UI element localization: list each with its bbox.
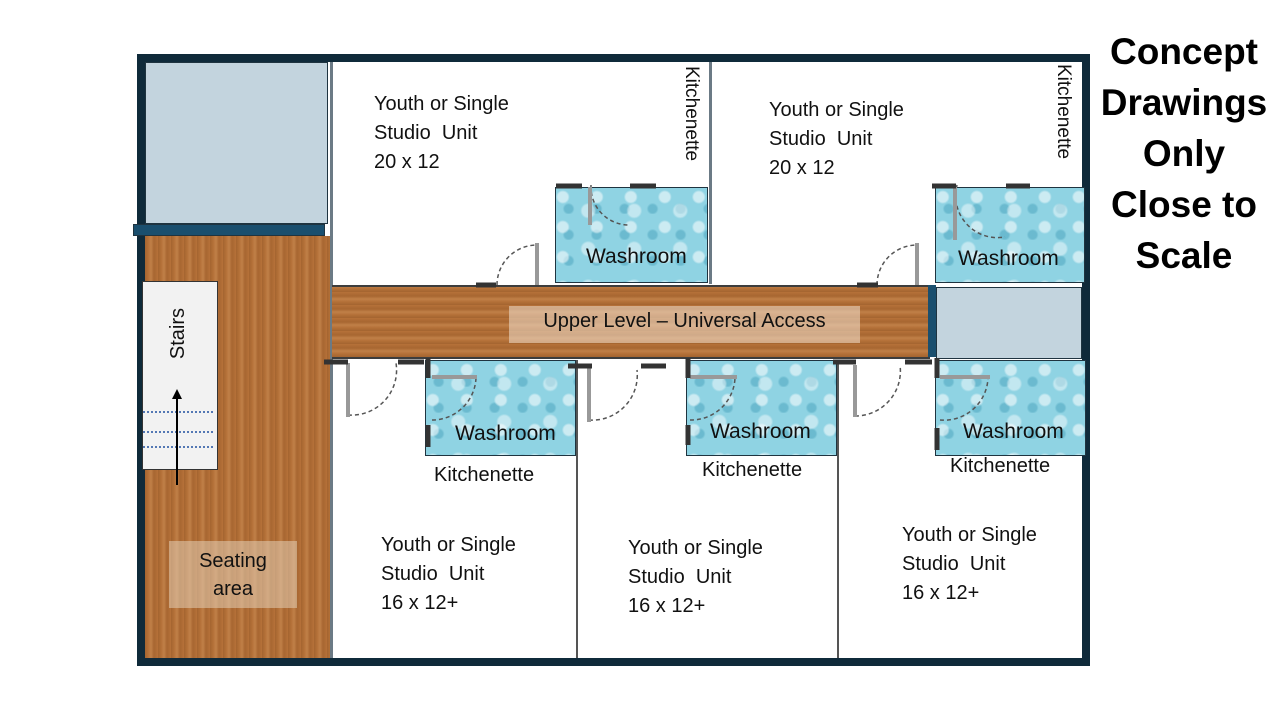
unit-4-kitchenette: Kitchenette [702,459,803,481]
unit-4-label: Youth or Single Studio Unit 16 x 12+ [628,534,763,621]
unit-2-kitchenette: Kitchenette [1053,64,1074,160]
stairs: Stairs [142,281,218,470]
unit-3-size: 16 x 12+ [381,592,459,614]
unit-1-line2: Studio Unit [374,122,478,144]
open-to-below-right [936,287,1082,359]
wall-bottom-divider-1 [576,360,578,658]
unit-4-line1: Youth or Single [628,537,763,559]
title-line-3: Only [1142,133,1226,174]
wall-top-divider [709,62,712,284]
seating-label-line2: area [212,578,254,600]
unit-5-kitchenette: Kitchenette [950,455,1051,477]
unit-1-kitchenette: Kitchenette [681,66,702,162]
unit-3-line1: Youth or Single [381,534,516,556]
unit-2-label: Youth or Single Studio Unit 20 x 12 [769,96,904,183]
wall-bottom-divider-2 [837,360,839,658]
unit-4-washroom-label: Washroom [710,420,811,443]
title-line-4: Close to [1111,184,1257,225]
unit-1-size: 20 x 12 [374,151,440,173]
unit-2-line1: Youth or Single [769,99,904,121]
unit-4-size: 16 x 12+ [628,595,706,617]
unit-3-washroom-label: Washroom [455,422,556,445]
unit-4-line2: Studio Unit [628,566,732,588]
title-line-2: Drawings [1100,82,1268,123]
unit-3-line2: Studio Unit [381,563,485,585]
unit-5-line2: Studio Unit [902,553,1006,575]
railing-left [133,224,325,236]
unit-5-washroom-label: Washroom [963,420,1064,443]
unit-1-label: Youth or Single Studio Unit 20 x 12 [374,90,509,177]
unit-5-label: Youth or Single Studio Unit 16 x 12+ [902,521,1037,608]
unit-2-washroom-label: Washroom [958,247,1059,270]
unit-5-size: 16 x 12+ [902,582,980,604]
washroom-2 [935,187,1085,283]
corridor-label-bg [509,306,860,343]
washroom-1 [555,187,708,283]
unit-5-line1: Youth or Single [902,524,1037,546]
seating-area: Seating area [169,541,297,608]
concept-title: Concept Drawings Only Close to Scale [1090,26,1278,281]
unit-1-washroom-label: Washroom [586,245,687,268]
title-line-1: Concept [1110,31,1258,72]
unit-2-line2: Studio Unit [769,128,873,150]
unit-2-size: 20 x 12 [769,157,835,179]
corridor-end-wall [928,285,936,357]
unit-3-kitchenette: Kitchenette [434,464,535,486]
unit-3-label: Youth or Single Studio Unit 16 x 12+ [381,531,516,618]
title-line-5: Scale [1135,235,1233,276]
unit-1-line1: Youth or Single [374,93,509,115]
seating-label-line1: Seating [199,550,267,572]
stairs-arrow [143,389,214,485]
open-to-below-left [145,62,328,224]
corridor-label: Upper Level – Universal Access [543,310,826,332]
